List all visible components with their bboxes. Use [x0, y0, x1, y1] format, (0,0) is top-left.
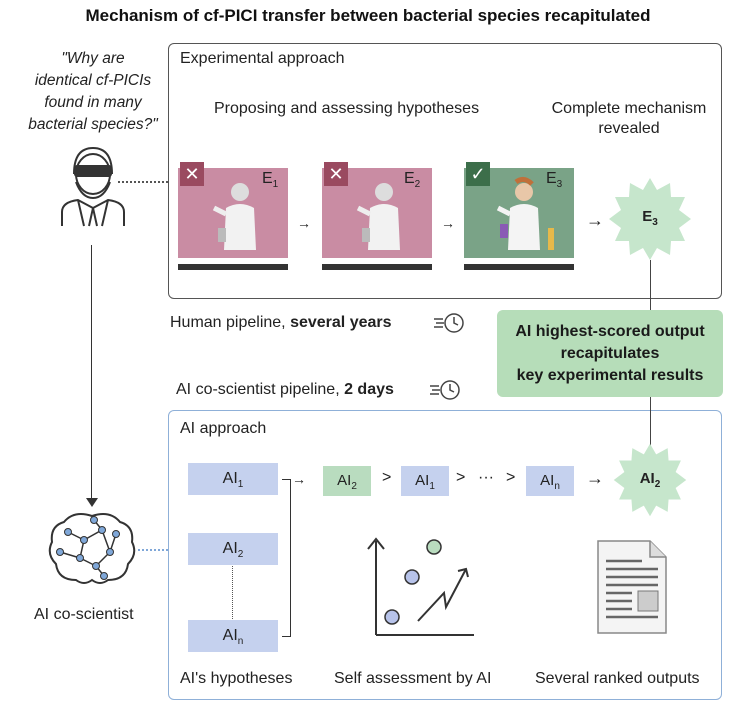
result-e3-label: E3 [642, 208, 658, 228]
caption-hypotheses: AI's hypotheses [180, 670, 293, 687]
figure-title: Mechanism of cf-PICI transfer between ba… [85, 6, 651, 25]
accept-check-icon: ✓ [466, 162, 490, 186]
complete-line-1: Complete mechanism [551, 100, 707, 117]
ai-result-label: AI2 [639, 470, 661, 490]
scientist-illustration-icon [496, 176, 554, 250]
arrow-right-icon: → [586, 210, 604, 230]
panel-2-label: E2 [404, 170, 421, 191]
question-line-1: "Why are [61, 50, 125, 67]
fast-clock-icon [434, 313, 464, 333]
experimental-heading: Experimental approach [180, 50, 345, 67]
ai-approach-box [168, 410, 722, 700]
greater-than-sign: > [456, 469, 466, 486]
arrow-right-icon: → [441, 215, 455, 231]
hypotheses-bracket [282, 479, 291, 637]
hypothesis-box-n: AIn [188, 620, 278, 652]
human-connector [118, 181, 168, 183]
question-text: identical [34, 72, 97, 89]
vertical-connector [91, 245, 92, 500]
ai-connector [650, 397, 651, 447]
ranked-box-n: AIn [526, 466, 574, 496]
research-question: "Why are identical cf-PICIs found in man… [8, 48, 178, 136]
question-line-3: found in many [44, 94, 142, 111]
scientist-icon [61, 146, 125, 227]
callout-line-3: key experimental results [516, 367, 704, 384]
ai-connector-dotted [138, 549, 168, 551]
ai-approach-heading: AI approach [180, 420, 267, 437]
scientist-illustration-icon [356, 183, 400, 250]
brain-network-icon [48, 513, 136, 584]
e3-connector [650, 260, 651, 310]
self-assessment-plot-icon [367, 537, 474, 636]
caption-self-assessment: Self assessment by AI [334, 670, 492, 687]
greater-than-sign: > [506, 469, 516, 486]
experiment-panel-2 [322, 168, 432, 258]
question-line-2: identical cf-PICIs [8, 70, 178, 92]
proposing-label: Proposing and assessing hypotheses [214, 100, 480, 117]
complete-line-2: revealed [598, 120, 660, 137]
fast-clock-icon [430, 380, 460, 400]
hypotheses-dotted-line [232, 566, 233, 619]
complete-mechanism-label: Complete mechanism revealed [544, 100, 714, 138]
human-pipeline-label: Human pipeline, several years [170, 314, 392, 331]
bench-2 [322, 264, 432, 270]
reject-x-icon: ✕ [180, 162, 204, 186]
experimental-approach-box [168, 43, 722, 299]
caption-ranked-outputs: Several ranked outputs [535, 670, 700, 687]
hypothesis-box-2: AI2 [188, 533, 278, 565]
question-line-4: bacterial species?" [28, 116, 158, 133]
bench-1 [178, 264, 288, 270]
arrow-head-down-icon [86, 498, 98, 507]
scientist-illustration-icon [212, 183, 256, 250]
panel-3-label: E3 [546, 170, 563, 191]
ai-co-scientist-label: AI co-scientist [34, 606, 134, 623]
panel-1-label: E1 [262, 170, 279, 191]
experiment-panel-1 [178, 168, 288, 258]
result-callout: AI highest-scored output recapitulates k… [497, 310, 723, 397]
greater-than-sign: > [382, 469, 392, 486]
ellipsis: ··· [478, 469, 494, 486]
ranked-box-1: AI2 [323, 466, 371, 496]
arrow-right-icon: → [292, 471, 306, 487]
ai-pipeline-label: AI co-scientist pipeline, 2 days [176, 381, 394, 398]
ranked-box-2: AI1 [401, 466, 449, 496]
ai-result-burst-icon [613, 443, 687, 517]
hypothesis-box-1: AI1 [188, 463, 278, 495]
arrow-right-icon: → [586, 468, 604, 488]
reject-x-icon: ✕ [324, 162, 348, 186]
question-emphasis: cf-PICIs [96, 72, 152, 89]
document-icon [597, 540, 667, 634]
bench-3 [464, 264, 574, 270]
arrow-right-icon: → [297, 215, 311, 231]
callout-line-2: recapitulates [560, 345, 660, 362]
callout-line-1: AI highest-scored output [515, 323, 705, 340]
result-burst-icon [609, 178, 691, 260]
